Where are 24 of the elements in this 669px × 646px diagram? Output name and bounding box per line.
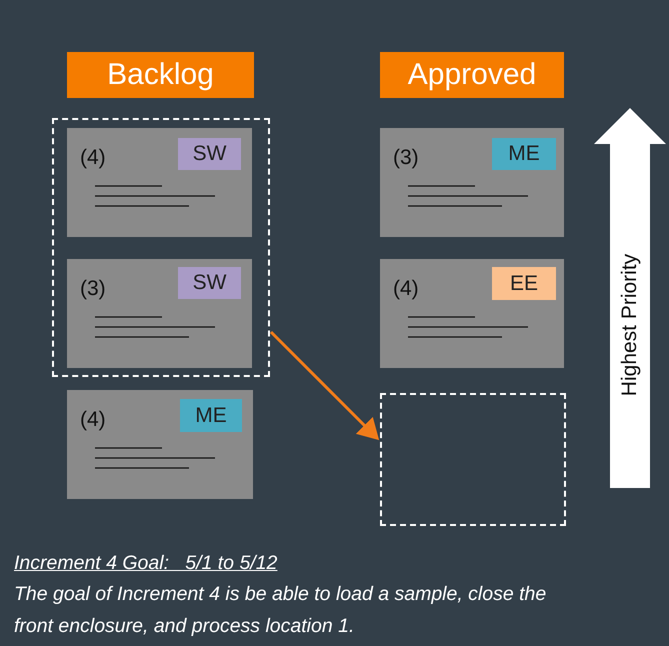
category-tag: ME xyxy=(492,138,556,170)
arrow xyxy=(270,330,380,440)
task-card xyxy=(67,259,252,368)
arrow-label: Highest Priority xyxy=(618,253,642,396)
empty-dashed-slot xyxy=(380,393,566,526)
task-card xyxy=(380,259,564,368)
priority-number: (4) xyxy=(80,146,106,170)
category-tag: SW xyxy=(178,138,241,170)
task-card xyxy=(380,128,564,237)
category-tag: SW xyxy=(178,267,241,299)
category-tag: ME xyxy=(180,399,242,432)
goal-heading: Increment 4 Goal: 5/1 to 5/12 xyxy=(14,552,278,575)
column-header: Backlog xyxy=(67,52,254,98)
priority-arrow xyxy=(594,108,666,488)
dashed-group-frame xyxy=(52,118,270,377)
priority-number: (4) xyxy=(393,277,419,301)
priority-number: (4) xyxy=(80,408,106,432)
task-card xyxy=(67,128,252,237)
goal-description: The goal of Increment 4 is be able to load a sample, close the front enclosure, and process location 1. xyxy=(14,582,548,639)
category-tag: EE xyxy=(492,267,556,300)
priority-number: (3) xyxy=(393,146,419,170)
task-card xyxy=(67,390,253,499)
column-header: Approved xyxy=(380,52,564,98)
priority-number: (3) xyxy=(80,277,106,301)
